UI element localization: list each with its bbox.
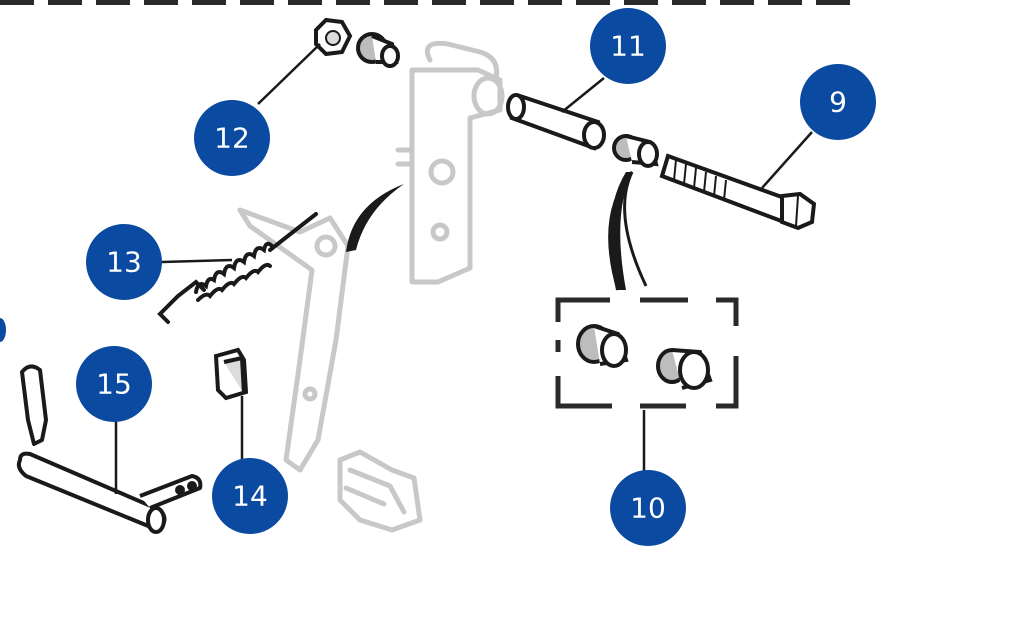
callout-13-label: 13 [106, 246, 142, 279]
callout-12: 12 [194, 100, 270, 176]
left-edge-fragment [0, 318, 6, 342]
callout-11: 11 [590, 8, 666, 84]
part-11-sleeve [506, 93, 606, 151]
curve-arrow-left [346, 184, 404, 252]
callout-14-label: 14 [232, 480, 268, 513]
leader-line-9 [761, 131, 813, 189]
leader-line-11 [561, 77, 605, 113]
callout-11-label: 11 [610, 30, 646, 63]
part-10-group [555, 297, 739, 409]
callout-13: 13 [86, 224, 162, 300]
part-15-rod [16, 364, 203, 534]
leader-line-13 [161, 258, 233, 264]
part-12-nut [314, 17, 353, 57]
callout-9-label: 9 [829, 86, 847, 119]
part-14-clip [213, 347, 249, 401]
callout-12-label: 12 [214, 122, 250, 155]
callout-9: 9 [800, 64, 876, 140]
part-bolt-bush [612, 134, 659, 168]
part-9-bolt [659, 153, 817, 231]
leader-line-12 [257, 43, 321, 105]
callout-15: 15 [76, 346, 152, 422]
part-13-spring [157, 212, 318, 324]
callout-10-label: 10 [630, 492, 666, 525]
callout-15-label: 15 [96, 368, 132, 401]
callout-10: 10 [610, 470, 686, 546]
curve-arrow-right [608, 171, 648, 291]
part-12-bush [356, 32, 400, 68]
pedal-arm-ghost [237, 207, 423, 533]
leader-lines [114, 43, 813, 494]
pedal-bracket-ghost [395, 40, 505, 285]
callout-14: 14 [212, 458, 288, 534]
